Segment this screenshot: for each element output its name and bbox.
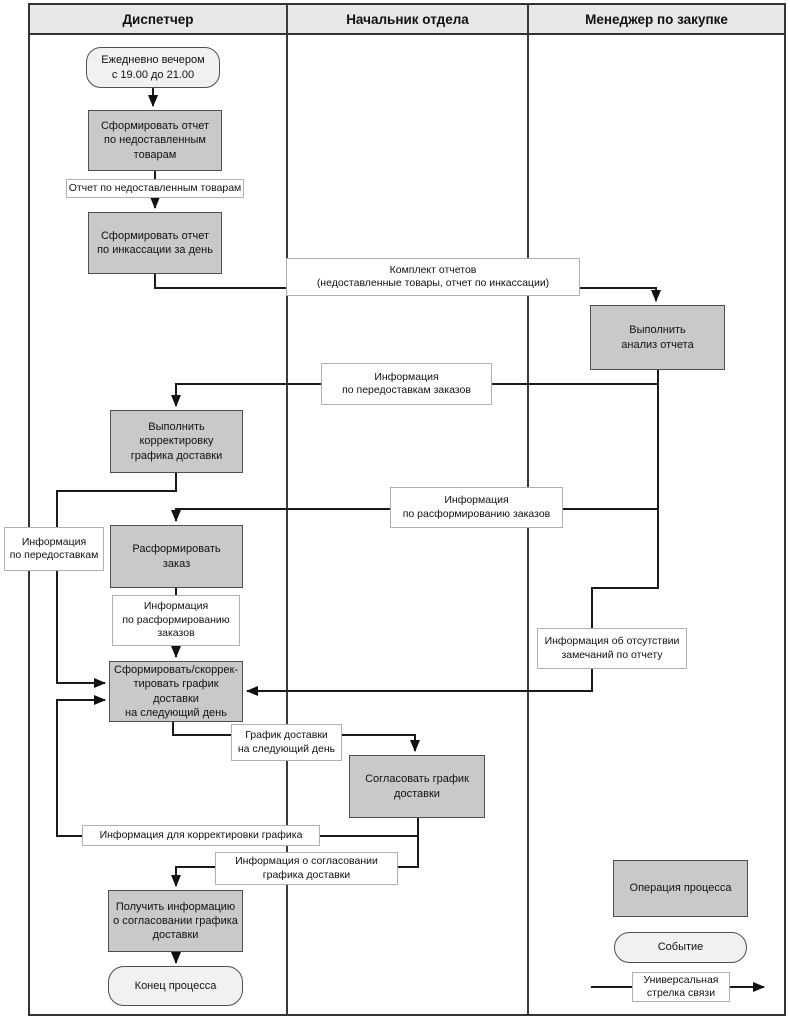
node-op-report-collection: Сформировать отчет по инкассации за день [88,212,222,274]
connector-analyze-to-adjust [171,383,658,407]
label-report-set: Комплект отчетов (недоставленные товары,… [286,258,580,296]
label-schedule-next-day: График доставки на следующий день [231,724,342,761]
node-op-adjust-schedule: Выполнить корректировку графика доставки [110,410,243,473]
label-adjustment-info: Информация для корректировки графика [82,825,320,846]
lane-title-dispatcher: Диспетчер [122,11,194,27]
node-op-analyze-report: Выполнить анализ отчета [590,305,725,370]
connector-adjust-to-form-schedule [56,473,177,688]
lane-title-department-head: Начальник отдела [346,11,469,27]
lane-header-underline [28,33,786,35]
node-start-event: Ежедневно вечером с 19.00 до 21.00 [86,47,220,88]
node-op-get-approval-info: Получить информацию о согласовании графи… [108,890,243,952]
lane-title-purchase-manager: Менеджер по закупке [585,11,728,27]
node-end-event: Конец процесса [108,966,243,1006]
label-approval-info: Информация о согласовании графика достав… [215,852,398,885]
legend-operation-box: Операция процесса [613,860,748,917]
label-report-undelivered: Отчет по недоставленным товарам [66,179,244,198]
connector-analyze-to-form-schedule [246,370,659,696]
legend-event-box: Событие [614,932,747,963]
node-op-approve-schedule: Согласовать график доставки [349,755,485,818]
label-disband-orders: Информация по расформированию заказов [390,487,563,528]
legend-universal-arrow-label: Универсальная стрелка связи [632,972,730,1002]
label-no-remarks: Информация об отсутствии замечаний по от… [537,628,687,669]
connector-approve-feedback-to-form-schedule [56,695,419,837]
label-disband-info: Информация по расформированию заказов [112,595,240,646]
node-op-report-undelivered: Сформировать отчет по недоставленным тов… [88,110,222,171]
label-redelivery-orders: Информация по передоставкам заказов [321,363,492,405]
lane-header-background [30,5,784,33]
node-op-disband-order: Расформировать заказ [110,525,243,588]
node-op-form-schedule: Сформировать/скоррек- тировать график до… [109,661,243,722]
label-redelivery-info: Информация по передоставкам [4,527,104,571]
